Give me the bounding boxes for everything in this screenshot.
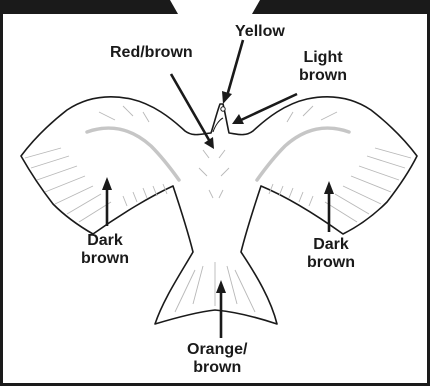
label-orange-brown-line1: Orange/ bbox=[187, 341, 247, 358]
label-right-dark-brown-line2: brown bbox=[307, 254, 355, 271]
label-red-brown: Red/brown bbox=[110, 44, 193, 62]
label-light-brown-line1: Light bbox=[303, 49, 342, 66]
bird-illustration bbox=[3, 0, 430, 386]
eye-icon bbox=[221, 107, 225, 111]
header-notch bbox=[170, 0, 260, 14]
label-light-brown-line2: brown bbox=[299, 67, 347, 84]
label-left-dark-brown: Dark brown bbox=[81, 232, 129, 268]
label-orange-brown-line2: brown bbox=[193, 359, 241, 376]
label-orange-brown: Orange/ brown bbox=[187, 341, 247, 377]
label-right-dark-brown: Dark brown bbox=[307, 236, 355, 272]
arrow-yellow bbox=[227, 40, 243, 96]
label-left-dark-brown-line1: Dark bbox=[87, 232, 123, 249]
label-left-dark-brown-line2: brown bbox=[81, 250, 129, 267]
label-light-brown: Light brown bbox=[299, 49, 347, 85]
label-right-dark-brown-line1: Dark bbox=[313, 236, 349, 253]
label-yellow: Yellow bbox=[235, 23, 285, 41]
